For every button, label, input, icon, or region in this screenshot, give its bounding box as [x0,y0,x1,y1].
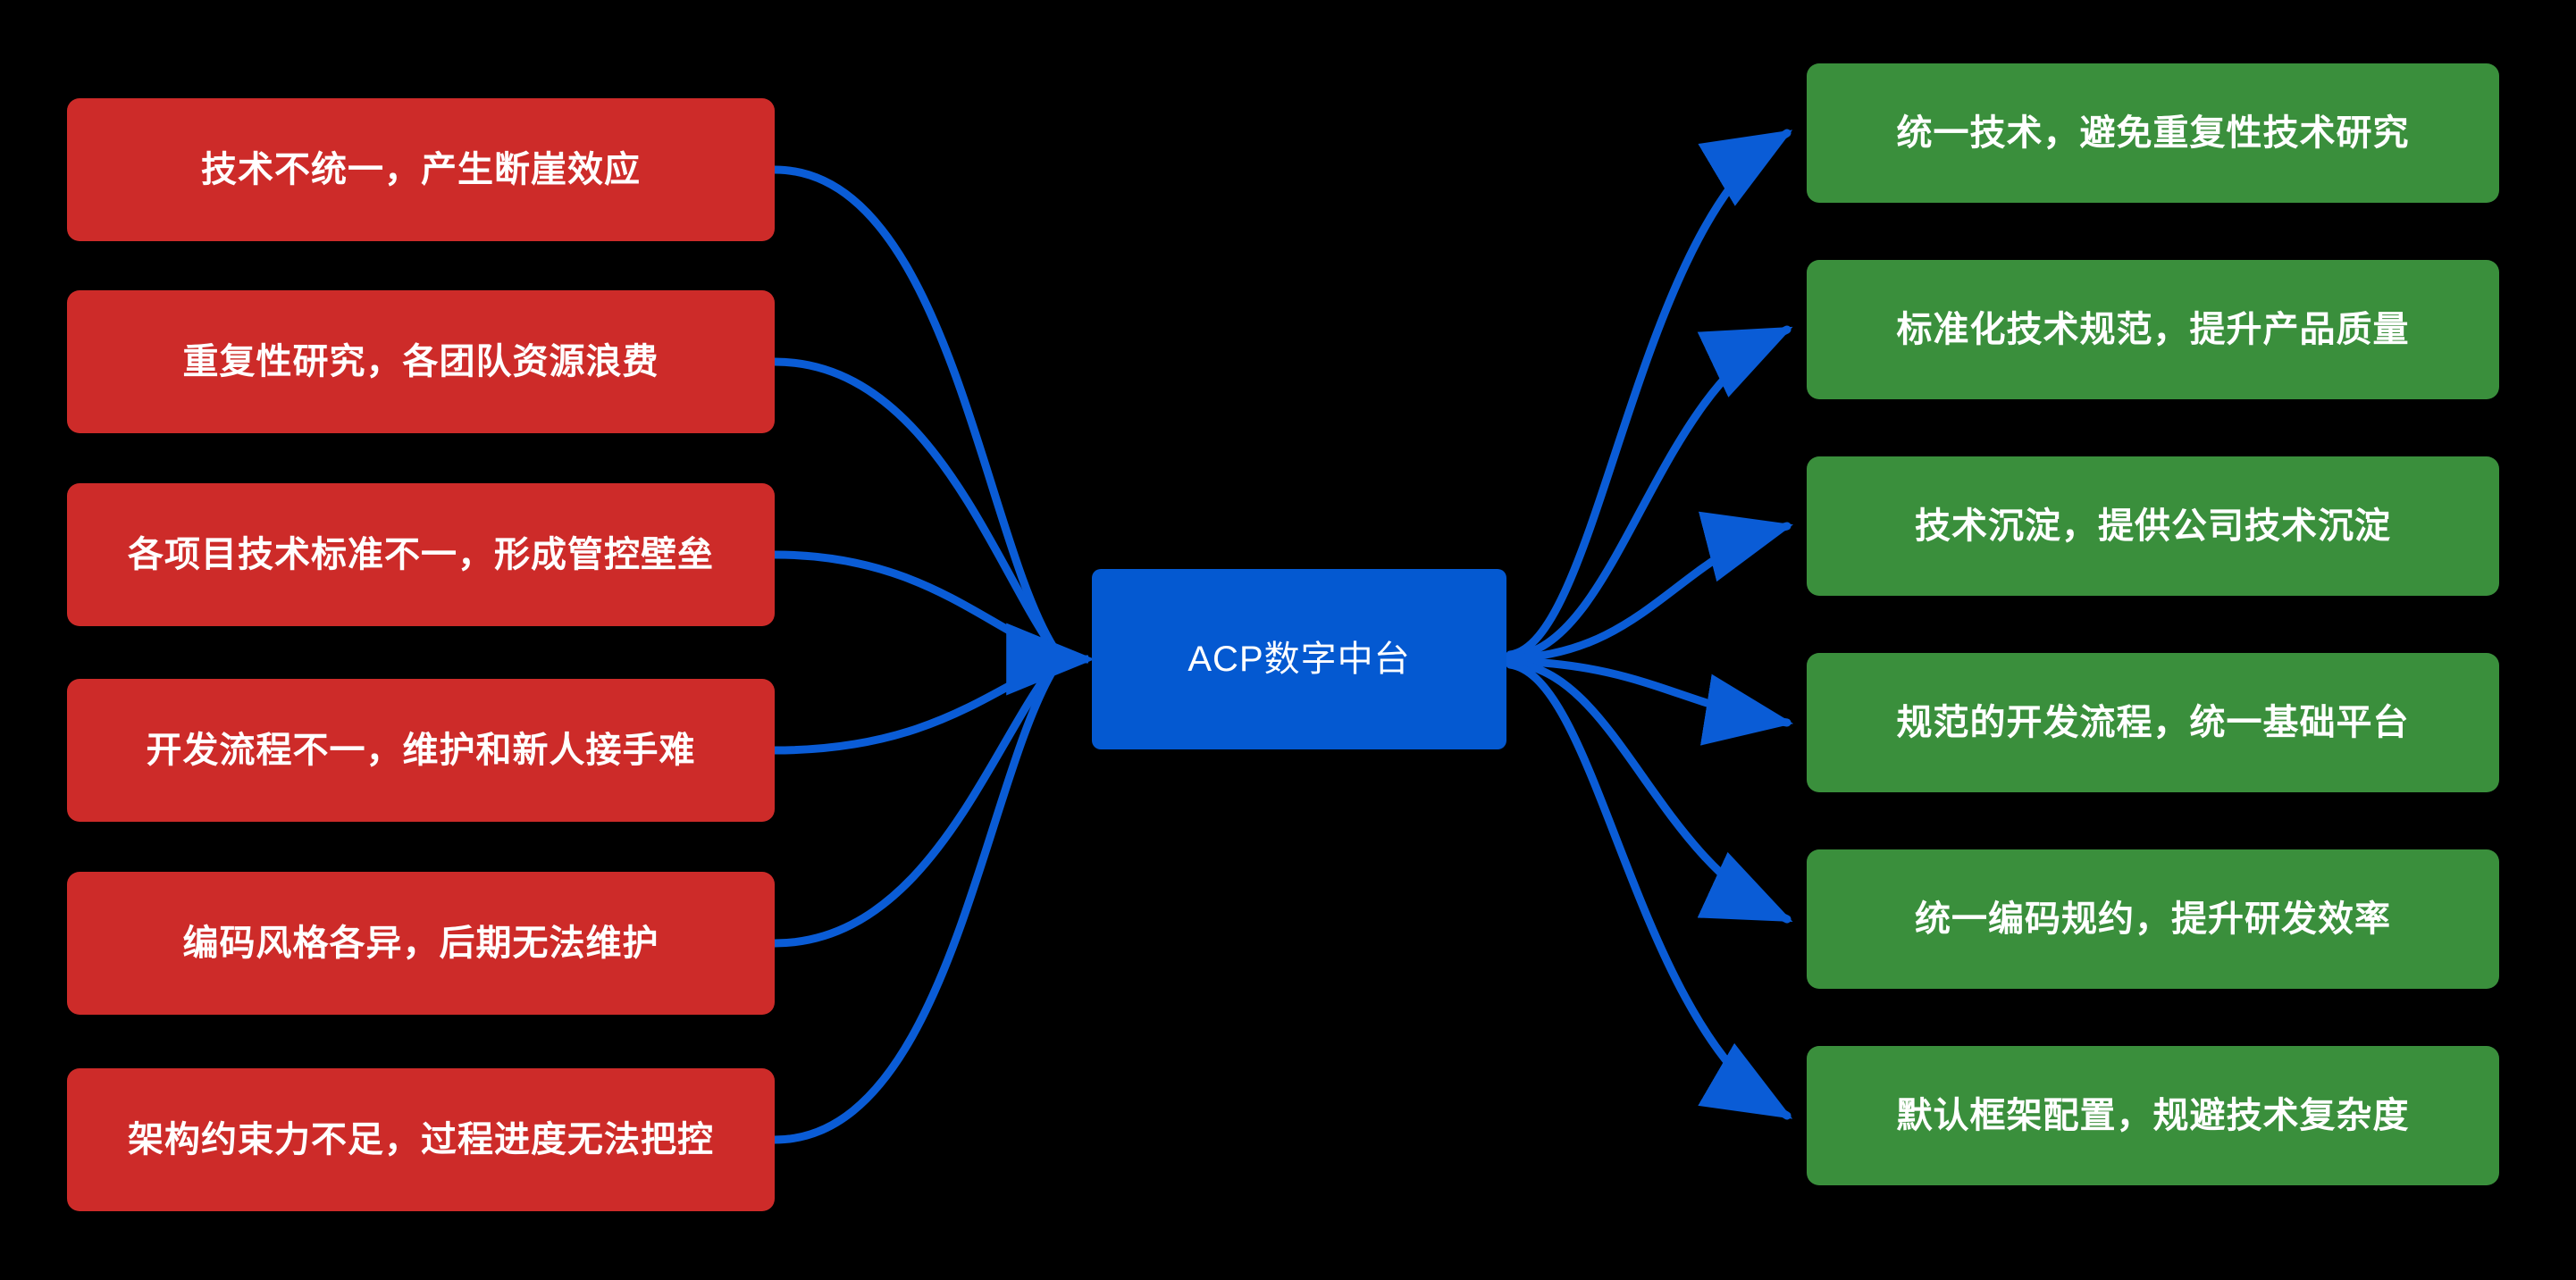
edge-problem-4 [770,657,1059,755]
problem-node-label: 开发流程不一，维护和新人接手难 [146,731,696,770]
edge-benefit-4 [1506,657,1794,746]
benefit-node-label: 默认框架配置，规避技术复杂度 [1896,1096,2410,1135]
edge-problem-3 [770,550,1059,657]
edge-problem-6 [770,664,1059,1144]
problem-node-4[interactable]: 开发流程不一，维护和新人接手难 [67,679,775,822]
problem-node-6[interactable]: 架构约束力不足，过程进度无法把控 [67,1068,775,1211]
benefit-node-2[interactable]: 标准化技术规范，提升产品质量 [1807,260,2499,399]
benefit-node-4[interactable]: 规范的开发流程，统一基础平台 [1807,653,2499,792]
problem-node-1[interactable]: 技术不统一，产生断崖效应 [67,98,775,241]
problem-node-label: 重复性研究，各团队资源浪费 [182,342,659,381]
center-node[interactable]: ACP数字中台 [1092,569,1506,749]
problem-node-label: 各项目技术标准不一，形成管控壁垒 [128,535,714,574]
edge-benefit-5 [1506,658,1793,924]
edge-benefit-3 [1506,511,1793,663]
benefit-node-label: 规范的开发流程，统一基础平台 [1896,703,2410,742]
problem-node-2[interactable]: 重复性研究，各团队资源浪费 [67,290,775,433]
benefit-node-label: 统一技术，避免重复性技术研究 [1896,113,2410,153]
problem-node-label: 编码风格各异，后期无法维护 [182,924,659,963]
edge-benefit-2 [1506,325,1793,661]
problem-node-label: 架构约束力不足，过程进度无法把控 [128,1120,714,1159]
problem-node-3[interactable]: 各项目技术标准不一，形成管控壁垒 [67,483,775,626]
problem-node-5[interactable]: 编码风格各异，后期无法维护 [67,872,775,1015]
benefit-node-3[interactable]: 技术沉淀，提供公司技术沉淀 [1807,456,2499,596]
edge-problem-5 [770,661,1059,948]
problem-node-label: 技术不统一，产生断崖效应 [201,150,641,189]
benefit-node-label: 技术沉淀，提供公司技术沉淀 [1915,506,2391,546]
benefit-node-label: 统一编码规约，提升研发效率 [1915,899,2391,939]
benefit-node-1[interactable]: 统一技术，避免重复性技术研究 [1807,63,2499,203]
edge-problem-2 [770,357,1059,655]
edge-benefit-6 [1506,660,1793,1120]
edge-problem-1 [770,165,1059,653]
benefit-node-6[interactable]: 默认框架配置，规避技术复杂度 [1807,1046,2499,1185]
center-node-label: ACP数字中台 [1187,640,1411,679]
benefit-node-5[interactable]: 统一编码规约，提升研发效率 [1807,849,2499,989]
benefit-node-label: 标准化技术规范，提升产品质量 [1896,310,2410,349]
edge-benefit-1 [1506,129,1793,659]
